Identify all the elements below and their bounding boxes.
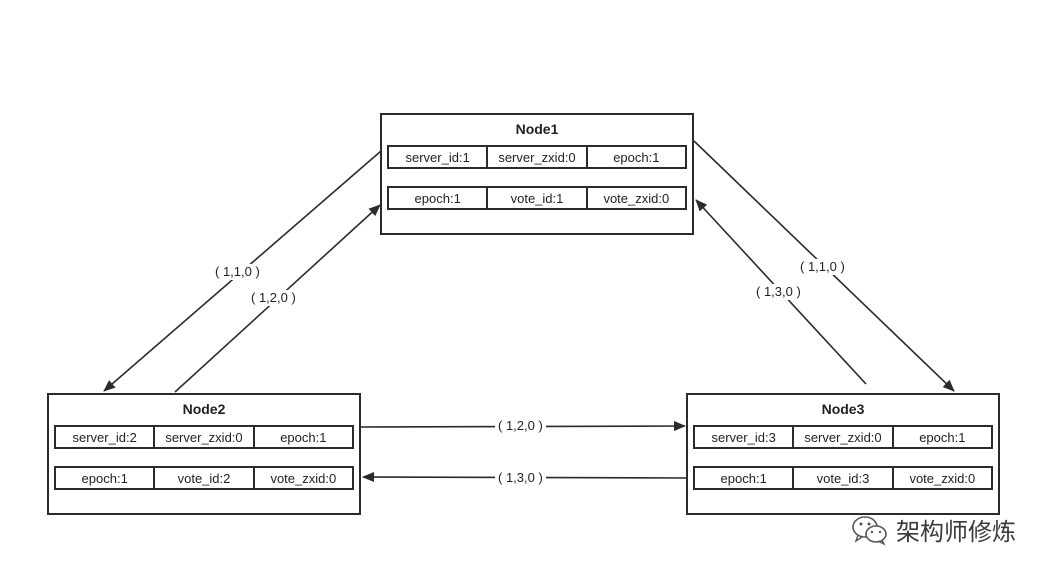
edge-label-node3-to-node2: ( 1,3,0 )	[495, 470, 546, 486]
server-info-row: server_id:3 server_zxid:0 epoch:1	[693, 425, 993, 449]
node1-box: Node1 server_id:1 server_zxid:0 epoch:1 …	[380, 113, 694, 235]
vote-epoch-cell: epoch:1	[81, 470, 128, 486]
server-info-row: server_id:2 server_zxid:0 epoch:1	[54, 425, 354, 449]
wechat-icon	[852, 515, 887, 546]
edge-label-node2-to-node3: ( 1,2,0 )	[495, 418, 546, 434]
vote-info-row: epoch:1 vote_id:1 vote_zxid:0	[387, 186, 687, 210]
vote-zxid-cell: vote_zxid:0	[252, 468, 352, 488]
vote-info-row: epoch:1 vote_id:3 vote_zxid:0	[693, 466, 993, 490]
watermark-text: 架构师修炼	[896, 518, 1016, 546]
vote-zxid-cell: vote_zxid:0	[585, 188, 685, 208]
edge-label-node1-to-node3: ( 1,1,0 )	[797, 259, 848, 275]
epoch-cell: epoch:1	[252, 427, 352, 447]
edge-label-node2-to-node1: ( 1,2,0 )	[248, 290, 299, 306]
node3-box: Node3 server_id:3 server_zxid:0 epoch:1 …	[686, 393, 1000, 515]
server-id-cell: server_id:1	[405, 149, 470, 165]
vote-id-cell: vote_id:3	[792, 468, 891, 488]
node-title: Node2	[182, 401, 226, 417]
edge-label-node3-to-node1: ( 1,3,0 )	[753, 284, 804, 300]
vote-id-cell: vote_id:2	[153, 468, 252, 488]
server-id-cell: server_id:2	[72, 429, 137, 445]
server-info-row: server_id:1 server_zxid:0 epoch:1	[387, 145, 687, 169]
server-zxid-cell: server_zxid:0	[153, 427, 252, 447]
watermark: 架构师修炼	[850, 512, 1016, 547]
edge-label-node1-to-node2: ( 1,1,0 )	[212, 264, 263, 280]
epoch-cell: epoch:1	[585, 147, 685, 167]
vote-info-row: epoch:1 vote_id:2 vote_zxid:0	[54, 466, 354, 490]
node2-box: Node2 server_id:2 server_zxid:0 epoch:1 …	[47, 393, 361, 515]
node-title: Node3	[821, 401, 865, 417]
vote-id-cell: vote_id:1	[486, 188, 585, 208]
vote-zxid-cell: vote_zxid:0	[891, 468, 991, 488]
node-title: Node1	[515, 121, 559, 137]
epoch-cell: epoch:1	[891, 427, 991, 447]
vote-epoch-cell: epoch:1	[414, 190, 461, 206]
vote-epoch-cell: epoch:1	[720, 470, 767, 486]
server-id-cell: server_id:3	[711, 429, 776, 445]
server-zxid-cell: server_zxid:0	[486, 147, 585, 167]
server-zxid-cell: server_zxid:0	[792, 427, 891, 447]
